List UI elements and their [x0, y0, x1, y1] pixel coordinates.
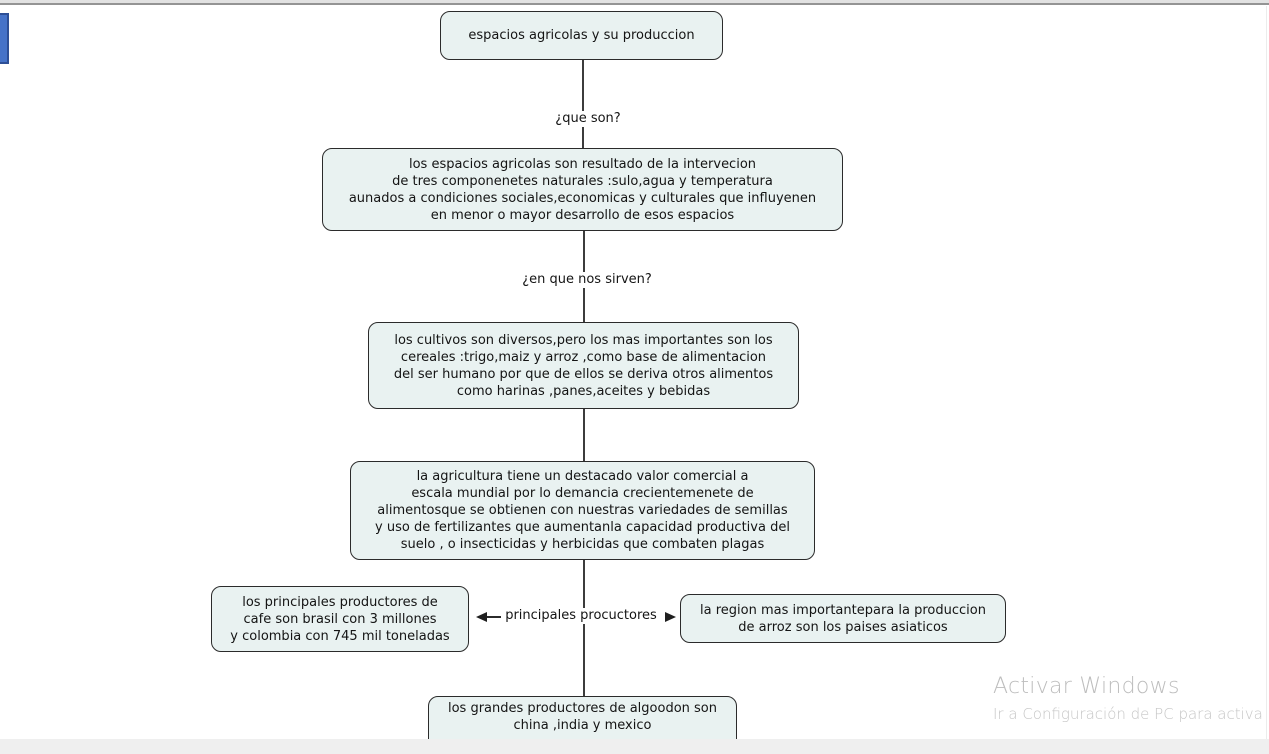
- concept-node-definition[interactable]: los espacios agricolas son resultado de …: [322, 148, 843, 231]
- connector-line: [582, 60, 584, 148]
- concept-node-root[interactable]: espacios agricolas y su produccion: [440, 11, 723, 60]
- bottom-bar: [0, 739, 1269, 754]
- concept-node-cultivos[interactable]: los cultivos son diversos,pero los mas i…: [368, 322, 799, 409]
- connector-line: [583, 559, 585, 697]
- left-edge-blue-fragment: [0, 13, 9, 64]
- connector-line: [487, 616, 501, 618]
- activate-windows-watermark-title: Activar Windows: [993, 674, 1180, 699]
- concept-node-cafe[interactable]: los principales productores de cafe son …: [211, 586, 469, 652]
- link-label-en-que-nos-sirven[interactable]: ¿en que nos sirven?: [519, 272, 655, 288]
- concept-node-arroz[interactable]: la region mas importantepara la producci…: [680, 594, 1006, 643]
- top-toolbar-border: [0, 3, 1269, 5]
- link-label-principales-procuctores[interactable]: principales procuctores: [502, 608, 660, 624]
- link-label-que-son[interactable]: ¿que son?: [552, 111, 624, 127]
- connector-line: [583, 408, 585, 462]
- concept-node-valor-comercial[interactable]: la agricultura tiene un destacado valor …: [350, 461, 815, 560]
- right-scrollbar-edge: [1266, 6, 1267, 739]
- top-toolbar-edge: [0, 0, 1269, 3]
- arrowhead-left-icon: [476, 612, 487, 622]
- arrowhead-right-icon: [665, 612, 676, 622]
- activate-windows-watermark-subtitle: Ir a Configuración de PC para activa: [993, 705, 1263, 723]
